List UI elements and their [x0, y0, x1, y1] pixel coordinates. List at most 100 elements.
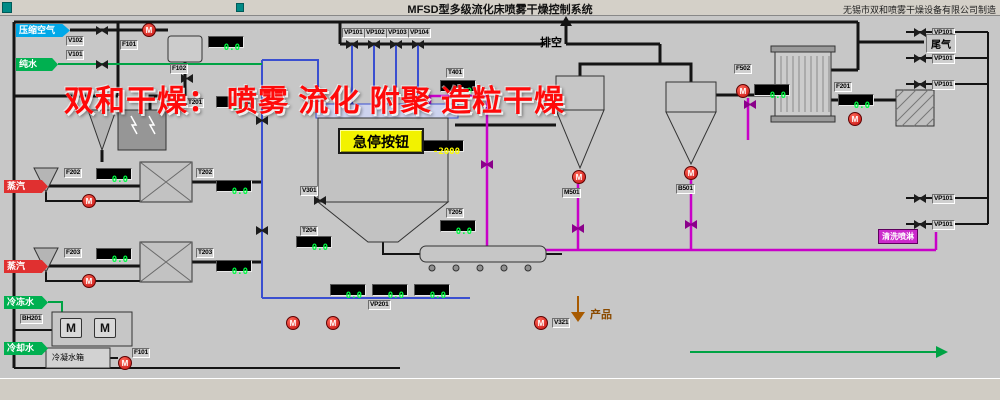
flow-source-arrow: 冷冻水 — [4, 296, 48, 309]
pump-motor-icon[interactable]: M — [82, 274, 96, 288]
flow-source-arrow: 压缩空气 — [16, 24, 70, 37]
value-display: -2000 — [420, 140, 464, 157]
bag-filter-hatch — [895, 89, 935, 127]
pump-motor-icon[interactable]: M — [326, 316, 340, 330]
cyclone-2-cone — [665, 111, 717, 166]
fluid-bed — [419, 245, 547, 263]
valve-icon[interactable] — [368, 40, 380, 49]
flow-source-arrow: 冷却水 — [4, 342, 48, 355]
heat-exchanger-1-cross — [139, 161, 193, 203]
valve-icon[interactable] — [256, 226, 268, 235]
equipment-tag: VP101 — [932, 194, 955, 204]
equipment-tag: VP102 — [364, 28, 387, 38]
condenser-flange-bottom — [770, 115, 836, 123]
pump-motor-icon[interactable]: M — [534, 316, 548, 330]
flow-source-arrow: 蒸汽 — [4, 260, 48, 273]
pump-motor-icon[interactable]: M — [142, 23, 156, 37]
equipment-tag: F101 — [132, 348, 151, 358]
product-arrow — [571, 312, 585, 322]
pump-motor-icon[interactable]: M — [286, 316, 300, 330]
equipment-tag: F203 — [64, 248, 83, 258]
pipe-arrows — [560, 16, 948, 358]
flow-source-arrow: 纯水 — [16, 58, 58, 71]
equipment-tag: T205 — [446, 208, 465, 218]
vent-arrow — [560, 16, 572, 26]
diagram-label: 排空 — [540, 37, 562, 49]
drying-chamber-cone — [316, 201, 450, 243]
pump-motor-icon[interactable]: M — [736, 84, 750, 98]
valve-icon[interactable] — [685, 220, 697, 229]
footer-bar — [0, 378, 1000, 400]
value-display: 0.0 — [414, 284, 450, 301]
valve-icon[interactable] — [96, 60, 108, 69]
equipment-tag: F102 — [170, 64, 189, 74]
equipment-tag: V102 — [66, 36, 85, 46]
watermark-slogan: 双和干燥：喷雾 流化 附聚 造粒干燥 — [64, 76, 565, 120]
diagram-label: 尾气 — [926, 34, 956, 53]
heat-exchanger-2 — [139, 241, 193, 283]
bag-filter — [895, 89, 935, 127]
equipment-tag: V101 — [66, 50, 85, 60]
flow-source-arrow: 蒸汽 — [4, 180, 48, 193]
pump-motor-icon[interactable]: M — [848, 112, 862, 126]
equipment-tag: VP101 — [932, 220, 955, 230]
cyclone-2-body — [665, 81, 717, 113]
equipment-tag: VP101 — [932, 54, 955, 64]
condenser-flange-top — [770, 45, 836, 53]
diagram-label: 冷凝水箱 — [52, 353, 84, 362]
pump-motor-icon[interactable]: M — [572, 170, 586, 184]
value-display: 0.0 — [96, 248, 132, 265]
equipment-tag: F202 — [64, 168, 83, 178]
value-display: 0.0 — [838, 94, 874, 111]
valve-icon[interactable] — [412, 40, 424, 49]
valve-icon[interactable] — [314, 196, 326, 205]
valve-icon[interactable] — [914, 220, 926, 229]
pump-motor-icon[interactable]: M — [82, 194, 96, 208]
valve-icon[interactable] — [390, 40, 402, 49]
valve-icon[interactable] — [346, 40, 358, 49]
valve-icon[interactable] — [914, 28, 926, 37]
equipment-tag: T202 — [196, 168, 215, 178]
drain-arrow — [936, 346, 948, 358]
equipment-tag: T204 — [300, 226, 319, 236]
diagram-label: 产品 — [590, 309, 612, 321]
diagram-background — [0, 16, 1000, 378]
watermark-text: 喷雾 流化 附聚 造粒干燥 — [227, 85, 566, 118]
fluid-bed-wheels — [428, 264, 532, 272]
equipment-tag: F101 — [120, 40, 139, 50]
valve-icon[interactable] — [914, 194, 926, 203]
valve-icon[interactable] — [96, 26, 108, 35]
page-title: MFSD型多级流化床喷雾干燥控制系统 — [407, 4, 593, 16]
equipment-tag: M501 — [562, 188, 582, 198]
value-display: 0.0 — [296, 236, 332, 253]
equipment-tag: V301 — [300, 186, 319, 196]
heat-exchanger-2-cross — [139, 241, 193, 283]
manufacturer-label: 无锡市双和喷雾干燥设备有限公司制造 — [842, 5, 996, 15]
equipment-tag: VP101 — [932, 80, 955, 90]
pump-motor-icon[interactable]: M — [94, 318, 116, 338]
value-display: 0.0 — [372, 284, 408, 301]
value-display: 0.0 — [216, 180, 252, 197]
value-display: 0.0 — [208, 36, 244, 53]
pump-motor-icon[interactable]: M — [684, 166, 698, 180]
valve-icon[interactable] — [914, 80, 926, 89]
title-marker-icon — [236, 3, 244, 12]
value-display: 0.0 — [330, 284, 366, 301]
pump-motor-icon[interactable]: M — [118, 356, 132, 370]
equipment-tag: V321 — [552, 318, 571, 328]
valve-icon[interactable] — [572, 224, 584, 233]
value-display: 0.0 — [96, 168, 132, 185]
pipes-black — [12, 20, 989, 369]
valve-icon[interactable] — [481, 160, 493, 169]
heat-exchanger-1 — [139, 161, 193, 203]
diagram-label: 清洗喷淋 — [878, 229, 918, 244]
value-display: 0.0 — [440, 220, 476, 237]
pump-motor-icon[interactable]: M — [60, 318, 82, 338]
valve-icon[interactable] — [914, 54, 926, 63]
watermark-brand: 双和干燥： — [64, 85, 219, 118]
emergency-stop-button[interactable]: 急停按钮 — [338, 128, 424, 154]
valve-icon[interactable] — [744, 100, 756, 109]
equipment-tag: VP101 — [342, 28, 365, 38]
